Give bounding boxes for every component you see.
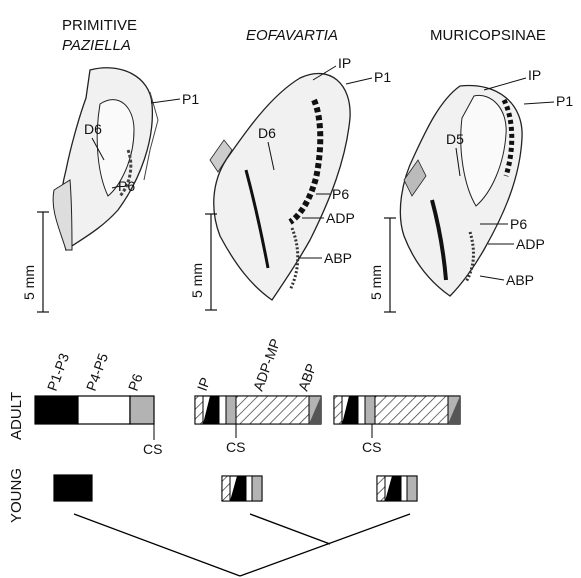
label-eofavartia-d6: D6 [258, 125, 276, 141]
scale-label-1: 5 mm [21, 265, 37, 300]
label-muricopsinae-p1: P1 [556, 93, 573, 109]
scale-label-2: 5 mm [189, 263, 205, 298]
row-label-young: YOUNG [8, 468, 25, 523]
label-eofavartia-abp: ABP [324, 250, 352, 266]
label-muricopsinae-abp: ABP [506, 272, 534, 288]
title-primitive: PRIMITIVE [62, 17, 137, 34]
shell-eofavartia-illustration [210, 73, 350, 300]
adult-bar-paziella [35, 396, 154, 424]
label-muricopsinae-d5: D5 [446, 131, 464, 147]
label-muricopsinae-ip: IP [528, 67, 541, 83]
row-label-adult: ADULT [8, 392, 25, 440]
bar-label-p1-p3: P1-P3 [44, 351, 72, 393]
adult-bar-muricopsinae [334, 396, 460, 424]
bar-label-adp-mp: ADP-MP [250, 336, 284, 393]
cs-label-3: CS [362, 439, 381, 455]
adult-bar-eofavartia [195, 396, 321, 424]
shell-paziella-illustration [53, 68, 158, 250]
label-paziella-p1: P1 [182, 91, 199, 107]
label-muricopsinae-adp: ADP [516, 236, 545, 252]
label-eofavartia-p6: P6 [332, 186, 349, 202]
young-bar-paziella [54, 475, 92, 501]
young-bar-muricopsinae [377, 476, 417, 501]
bar-label-ip: IP [194, 375, 214, 393]
label-eofavartia-adp: ADP [326, 210, 355, 226]
cs-label-1: CS [143, 441, 162, 457]
bar-label-p6: P6 [125, 371, 146, 393]
young-bar-eofavartia [222, 476, 262, 501]
bar-label-abp: ABP [295, 361, 320, 393]
title-eofavartia: EOFAVARTIA [246, 27, 338, 44]
title-muricopsinae: MURICOPSINAE [430, 27, 546, 44]
label-paziella-p6: P6 [118, 178, 135, 194]
label-eofavartia-p1: P1 [374, 69, 391, 85]
phylogeny-tree [74, 514, 410, 576]
shell-muricopsinae-illustration [400, 86, 522, 296]
bar-label-p4-p5: P4-P5 [83, 351, 111, 393]
scale-label-3: 5 mm [368, 265, 384, 300]
label-eofavartia-ip: IP [338, 55, 351, 71]
title-paziella: PAZIELLA [62, 37, 131, 54]
label-muricopsinae-p6: P6 [510, 216, 527, 232]
cs-label-2: CS [226, 439, 245, 455]
label-paziella-d6: D6 [84, 121, 102, 137]
